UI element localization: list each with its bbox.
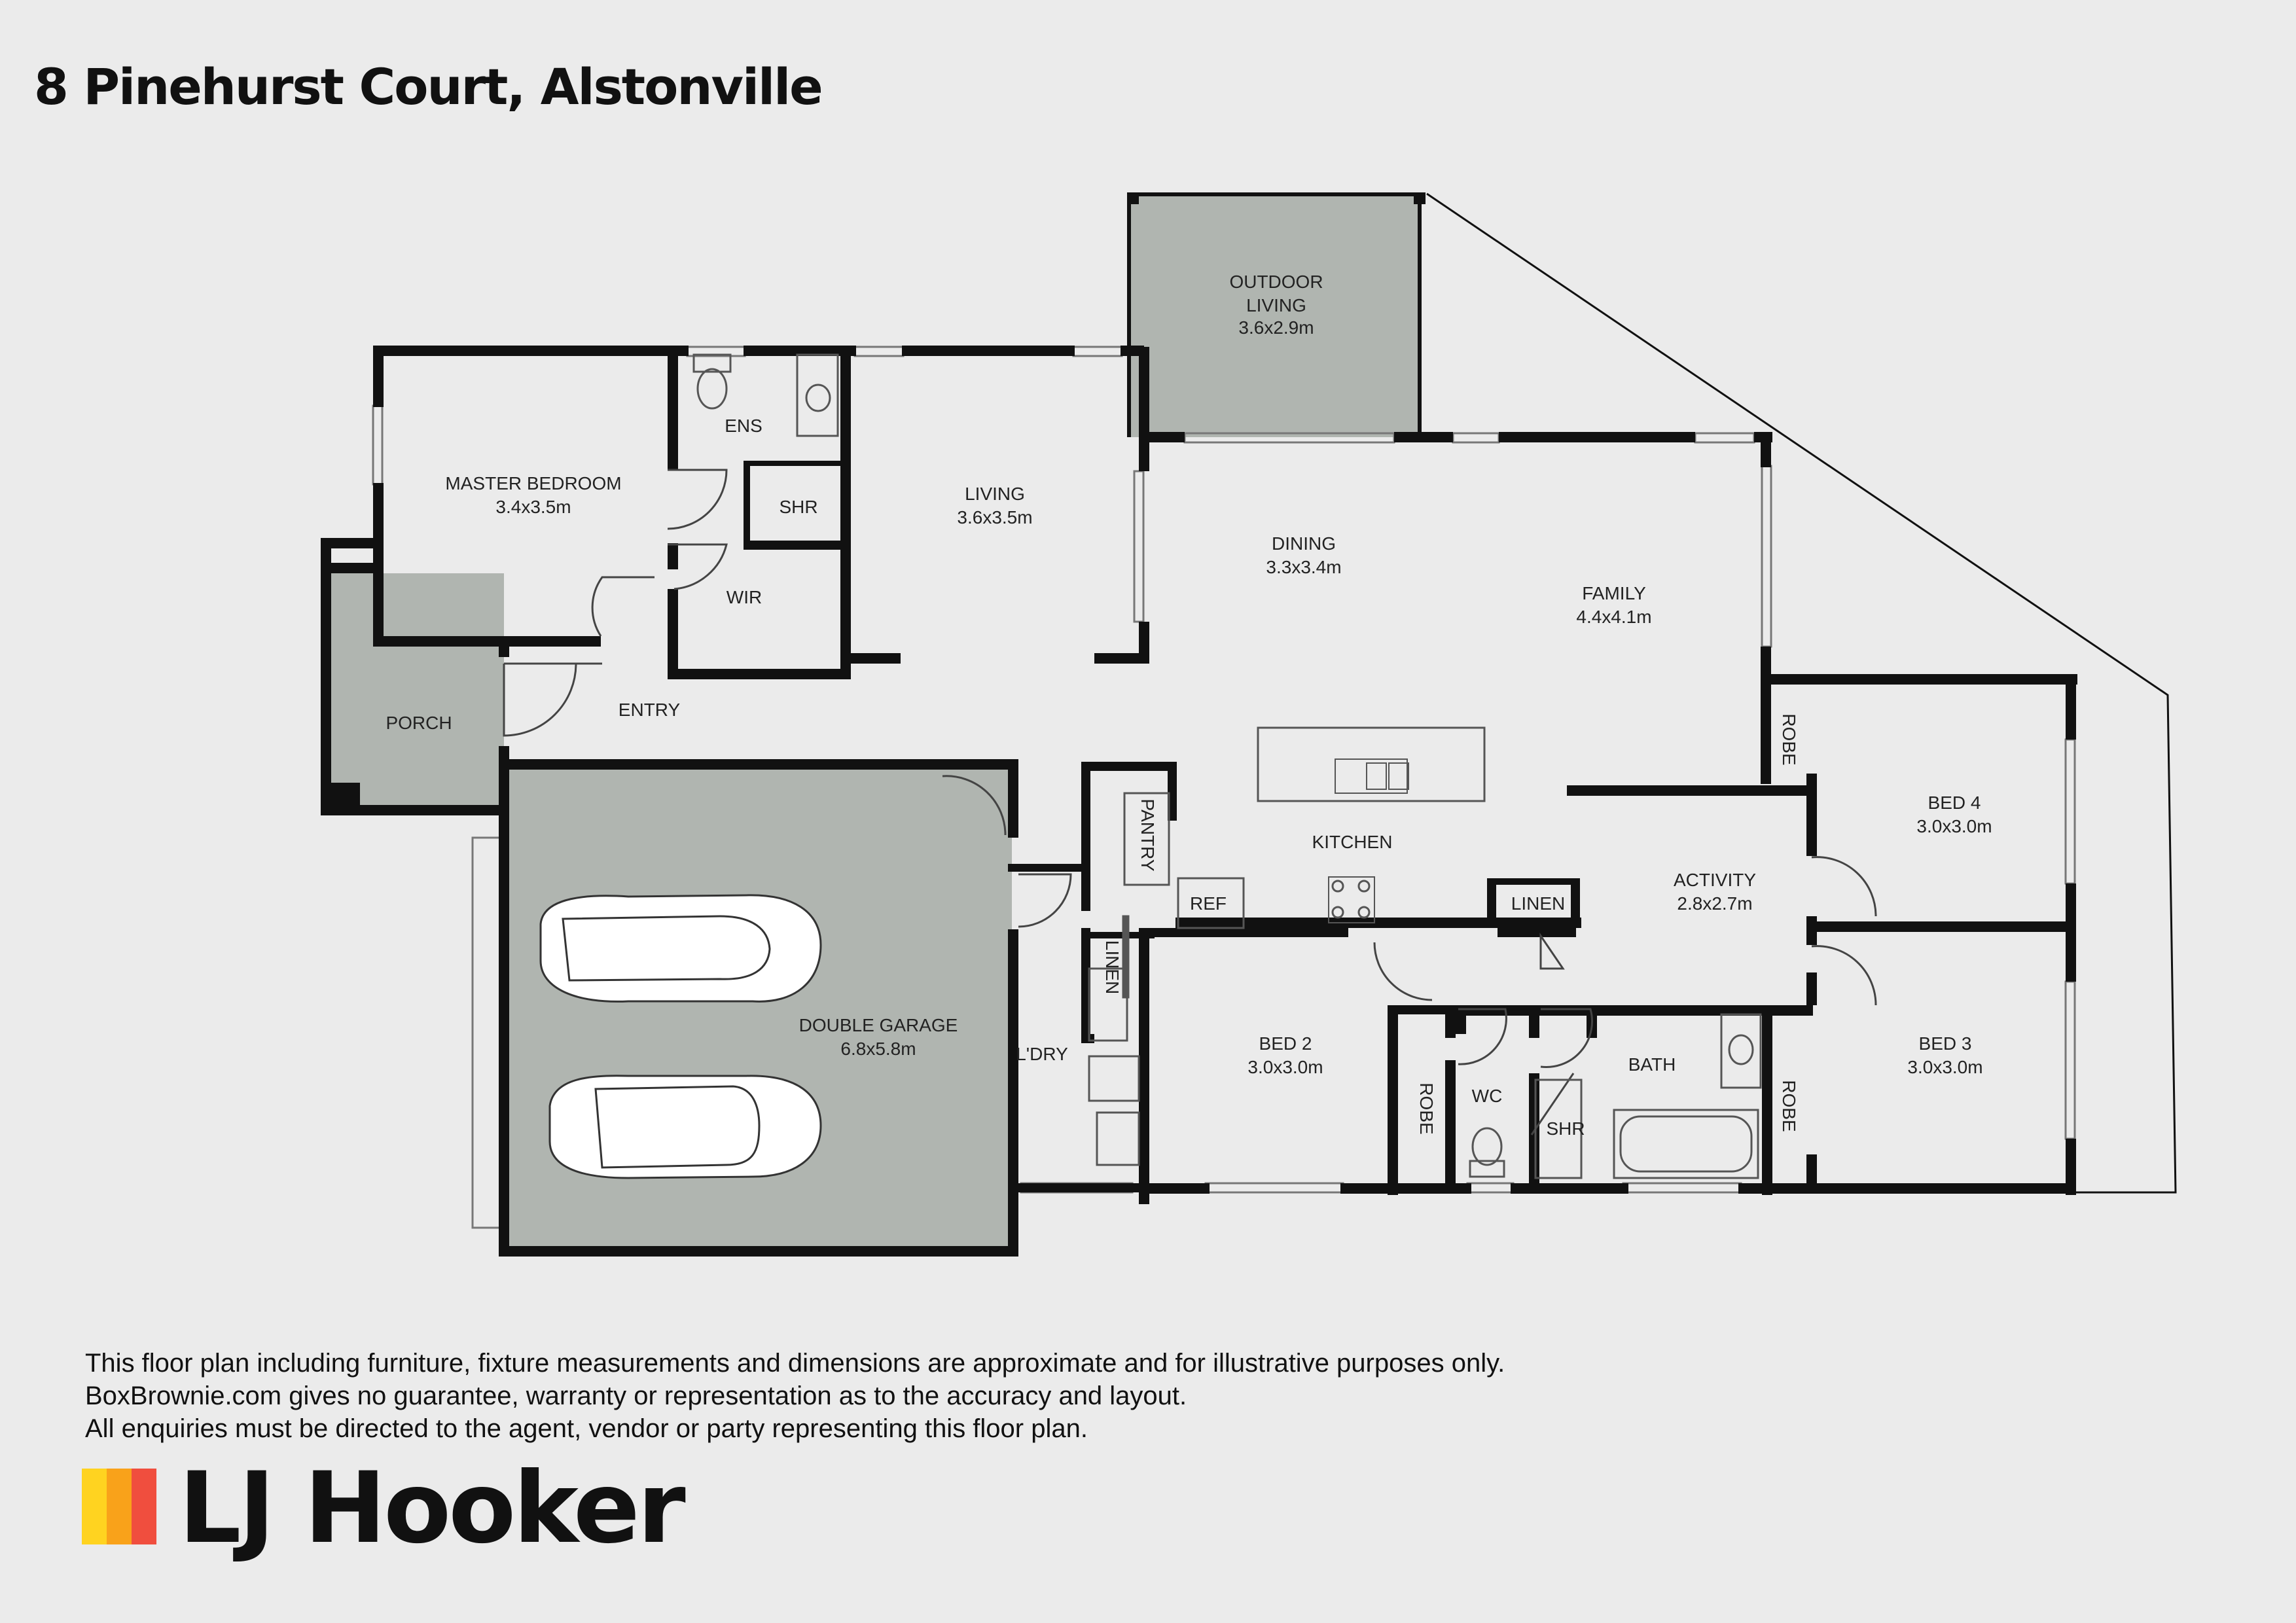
bath-shower-name: SHR [1546, 1118, 1585, 1139]
porch-name: PORCH [386, 713, 452, 733]
robe-bed2-name: ROBE [1416, 1082, 1437, 1134]
room-labels: OUTDOOR LIVING 3.6x2.9m MASTER BEDROOM 3… [386, 272, 1992, 1139]
floor-plan: OUTDOOR LIVING 3.6x2.9m MASTER BEDROOM 3… [321, 192, 2177, 1257]
bed-2-dims: 3.0x3.0m [1247, 1057, 1323, 1077]
double-garage-name: DOUBLE GARAGE [799, 1015, 958, 1035]
dining-dims: 3.3x3.4m [1266, 557, 1341, 577]
living-name: LIVING [965, 484, 1025, 504]
bed-4-dims: 3.0x3.0m [1916, 816, 1992, 836]
outdoor-living-dims: 3.6x2.9m [1238, 317, 1314, 338]
kitchen-name: KITCHEN [1312, 832, 1393, 852]
brand-name: LJ Hooker [179, 1452, 686, 1565]
master-bedroom-dims: 3.4x3.5m [495, 497, 571, 517]
ref-name: REF [1190, 893, 1227, 914]
disclaimer-line: All enquiries must be directed to the ag… [85, 1414, 1088, 1443]
linen-laundry-name: LINEN [1102, 940, 1122, 994]
living-dims: 3.6x3.5m [957, 507, 1032, 527]
laundry-name: L'DRY [1016, 1044, 1068, 1064]
outdoor-living-name-2: LIVING [1246, 295, 1306, 315]
outdoor-living-area [1127, 195, 1422, 437]
dining-name: DINING [1272, 533, 1336, 554]
master-bedroom-name: MASTER BEDROOM [445, 473, 621, 493]
property-boundary [1426, 192, 2177, 1194]
disclaimer-line: BoxBrownie.com gives no guarantee, warra… [85, 1382, 1187, 1410]
family-name: FAMILY [1582, 583, 1646, 603]
fixtures [692, 353, 1762, 1179]
car-top-icon [539, 894, 822, 1179]
bed-3-dims: 3.0x3.0m [1907, 1057, 1982, 1077]
bed-2-name: BED 2 [1259, 1033, 1312, 1054]
wc-name: WC [1472, 1086, 1503, 1106]
garage-area [504, 767, 1012, 1251]
robe-bed4-name: ROBE [1779, 713, 1799, 765]
disclaimer-line: This floor plan including furniture, fix… [85, 1349, 1505, 1378]
activity-name: ACTIVITY [1674, 870, 1756, 890]
outdoor-living-name: OUTDOOR [1229, 272, 1323, 292]
porch-area [322, 573, 504, 815]
ensuite-shower-name: SHR [779, 497, 817, 517]
robe-bed3-name: ROBE [1779, 1080, 1799, 1132]
family-dims: 4.4x4.1m [1576, 607, 1651, 627]
linen-kitchen-name: LINEN [1511, 893, 1565, 914]
disclaimer: This floor plan including furniture, fix… [85, 1347, 1505, 1445]
bed-3-name: BED 3 [1919, 1033, 1972, 1054]
kitchen-island [1257, 726, 1486, 802]
page-title: 8 Pinehurst Court, Alstonville [34, 58, 823, 116]
bed-4-name: BED 4 [1928, 793, 1981, 813]
bath-name: BATH [1628, 1054, 1676, 1075]
entry-name: ENTRY [619, 700, 681, 720]
activity-dims: 2.8x2.7m [1677, 893, 1752, 914]
ensuite-name: ENS [725, 416, 762, 436]
door-swings [503, 469, 1877, 1135]
wir-name: WIR [726, 587, 762, 607]
walls [321, 192, 2077, 1257]
double-garage-dims: 6.8x5.8m [840, 1039, 916, 1059]
pantry-name: PANTRY [1138, 799, 1158, 872]
